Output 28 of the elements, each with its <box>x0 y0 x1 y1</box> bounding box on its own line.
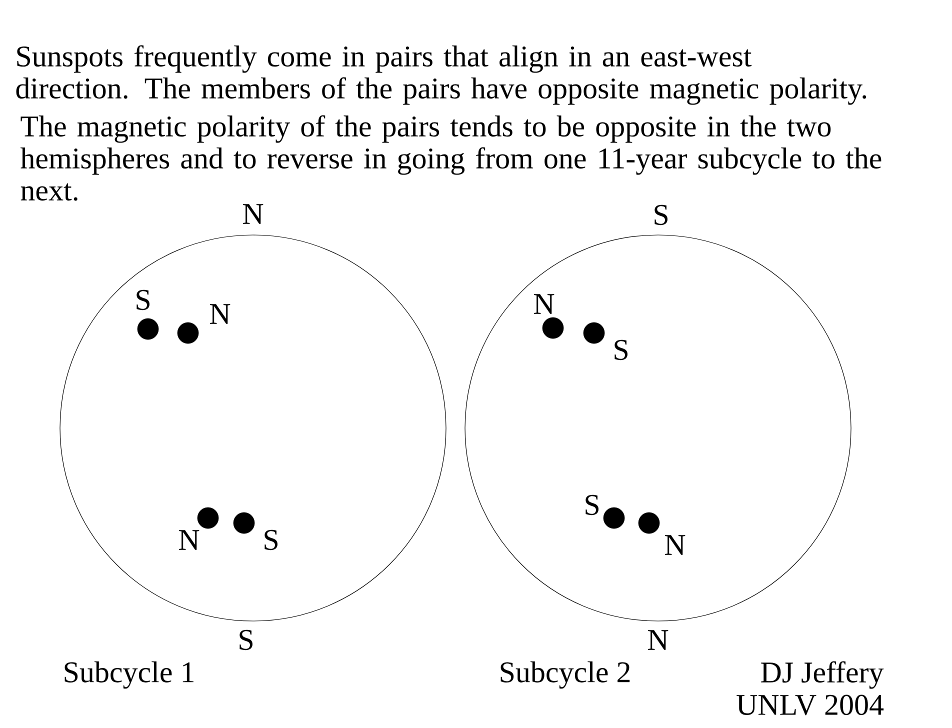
polarity-label: N <box>210 304 230 324</box>
polarity-label: N <box>665 535 686 555</box>
sunspot <box>137 318 159 340</box>
pole-label: N <box>648 630 668 650</box>
pole-label: S <box>240 630 252 650</box>
subcycle-label: Subcycle 1 <box>64 661 194 689</box>
polarity-label: S <box>614 340 628 360</box>
polarity-label: N <box>179 530 200 550</box>
polarity-label: N <box>534 294 554 314</box>
polarity-label: S <box>586 494 598 516</box>
credit-text: DJ Jeffery <box>761 661 884 689</box>
sunspot <box>583 322 605 344</box>
pole-label: S <box>654 204 668 226</box>
description-text: The magnetic polarity of the pairs tends to be opposite in the two hemispheres and to reverse in going from one 11-year subcycle to the next. <box>20 115 882 201</box>
description-text: Sunspots frequently come in pairs that align in an east-west direction. The members of the pairs have opposite magnetic polarity. <box>16 45 866 105</box>
subcycle-label: Subcycle 2 <box>500 661 630 689</box>
credit-text: UNLV 2004 <box>736 694 884 716</box>
sun-circle <box>464 234 852 622</box>
sunspot <box>542 317 564 339</box>
sun-circle <box>60 234 446 622</box>
pole-label: N <box>243 204 264 224</box>
polarity-label: S <box>136 290 150 310</box>
sunspot <box>603 507 625 529</box>
sunspot <box>638 512 660 534</box>
sunspot <box>197 507 219 529</box>
sunspot <box>177 322 199 344</box>
sunspot <box>233 512 255 534</box>
polarity-label: S <box>264 530 278 550</box>
